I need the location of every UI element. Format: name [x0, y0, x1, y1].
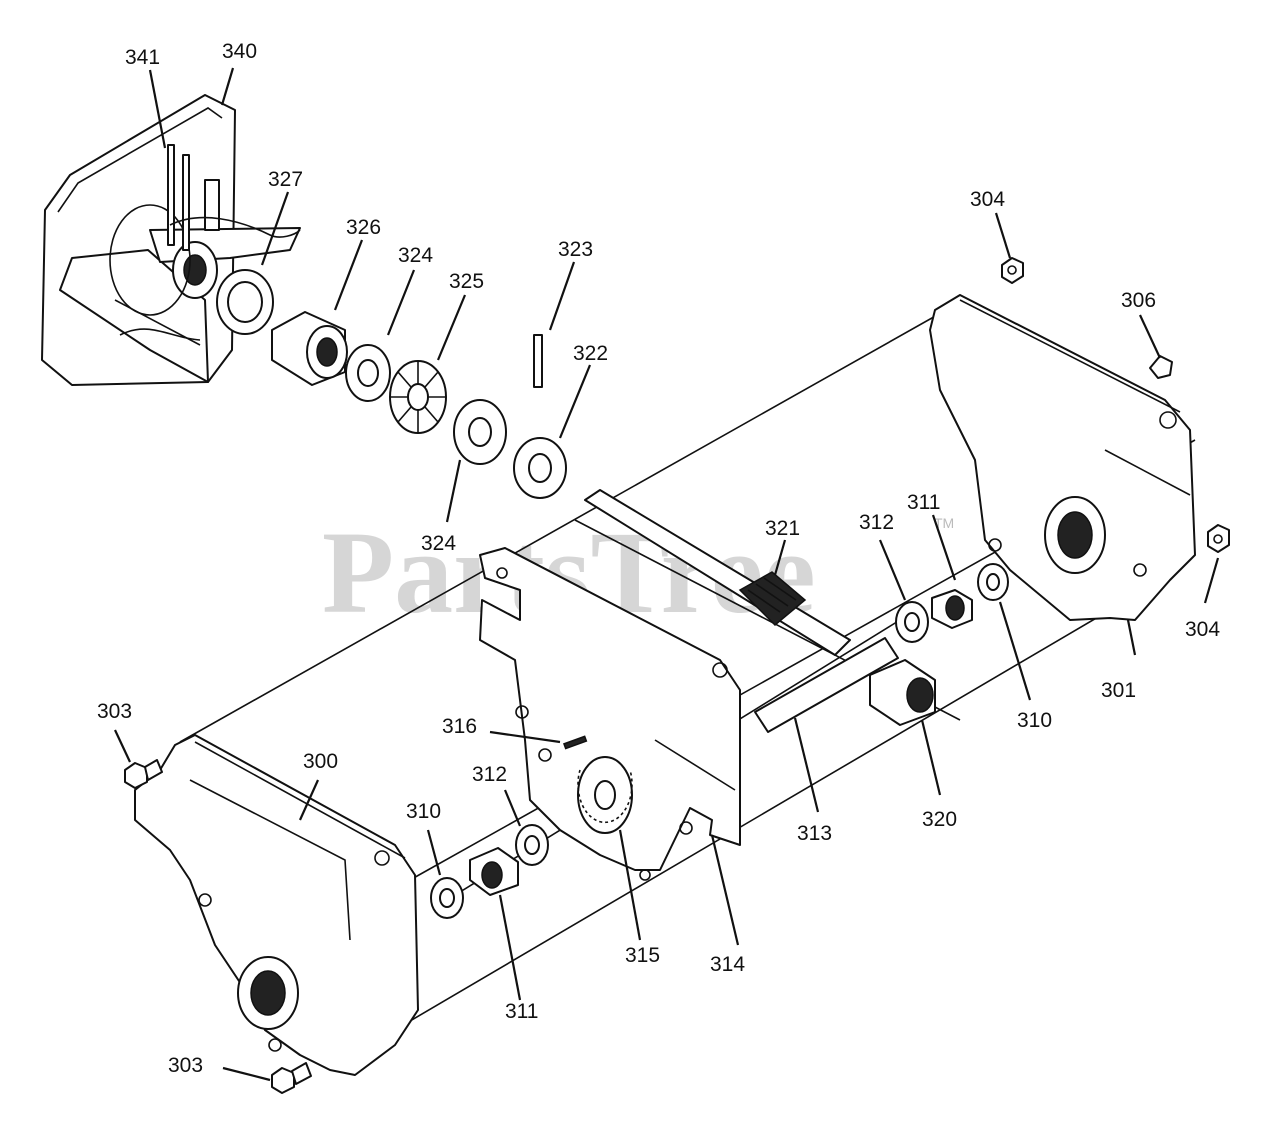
leader-lines [114, 67, 1220, 1082]
key-316[interactable] [563, 735, 588, 750]
callout-316: 316 [442, 715, 477, 738]
callout-313: 313 [797, 822, 832, 845]
bolt-303-upper[interactable] [124, 759, 163, 789]
callout-303-lower: 303 [168, 1054, 203, 1077]
callout-321: 321 [765, 517, 800, 540]
collar-322[interactable] [513, 437, 567, 499]
thrust-bearing-325[interactable] [389, 360, 447, 434]
callout-327: 327 [268, 168, 303, 191]
washer-324-upper[interactable] [345, 344, 391, 402]
gasket-314[interactable] [479, 547, 741, 881]
callout-300: 300 [303, 750, 338, 773]
callout-303-upper: 303 [97, 700, 132, 723]
gear-315[interactable] [577, 756, 633, 834]
callout-301: 301 [1101, 679, 1136, 702]
washer-324-lower[interactable] [453, 399, 507, 465]
callout-322: 322 [573, 342, 608, 365]
washer-310-left[interactable] [430, 877, 464, 919]
callout-labels: 341 340 327 326 324 325 323 322 324 304 … [97, 40, 1220, 1077]
callout-325: 325 [449, 270, 484, 293]
nut-304-upper[interactable] [1001, 257, 1024, 284]
nut-304-lower[interactable] [1207, 524, 1230, 553]
callout-304-upper: 304 [970, 188, 1005, 211]
callout-323: 323 [558, 238, 593, 261]
worm-shaft-321[interactable] [584, 489, 851, 656]
washer-310-right[interactable] [977, 563, 1009, 601]
callout-320: 320 [922, 808, 957, 831]
watermark-tm: TM [934, 515, 954, 531]
callout-326: 326 [346, 216, 381, 239]
callout-311-left: 311 [505, 1000, 538, 1023]
spring-327[interactable] [169, 216, 301, 238]
gear-case-300[interactable] [134, 734, 419, 1076]
callout-341: 341 [125, 46, 160, 69]
callout-340: 340 [222, 40, 257, 63]
roll-pin-323[interactable] [533, 334, 543, 388]
bushing-320[interactable] [869, 659, 936, 726]
bushing-326[interactable] [271, 311, 348, 386]
washer-312-left[interactable] [515, 824, 549, 866]
washer-312-right[interactable] [895, 601, 929, 643]
callout-315: 315 [625, 944, 660, 967]
callout-310-left: 310 [406, 800, 441, 823]
callout-310-right: 310 [1017, 709, 1052, 732]
callout-311-right: 311 [907, 491, 940, 514]
callout-324-upper: 324 [398, 244, 433, 267]
bushing-311-right[interactable] [931, 589, 973, 629]
callout-306: 306 [1121, 289, 1156, 312]
grease-fitting-306[interactable] [1149, 355, 1173, 379]
gear-case-301[interactable] [929, 294, 1196, 621]
callout-324-lower: 324 [421, 532, 456, 555]
callout-304-lower: 304 [1185, 618, 1220, 641]
callout-314: 314 [710, 953, 745, 976]
bolt-303-lower[interactable] [271, 1062, 312, 1094]
callout-312-right: 312 [859, 511, 894, 534]
washer-327[interactable] [216, 269, 274, 335]
bushing-311-left[interactable] [469, 847, 519, 896]
chute-housing-340[interactable] [41, 94, 301, 386]
callout-312-left: 312 [472, 763, 507, 786]
shaft-313[interactable] [754, 637, 899, 733]
